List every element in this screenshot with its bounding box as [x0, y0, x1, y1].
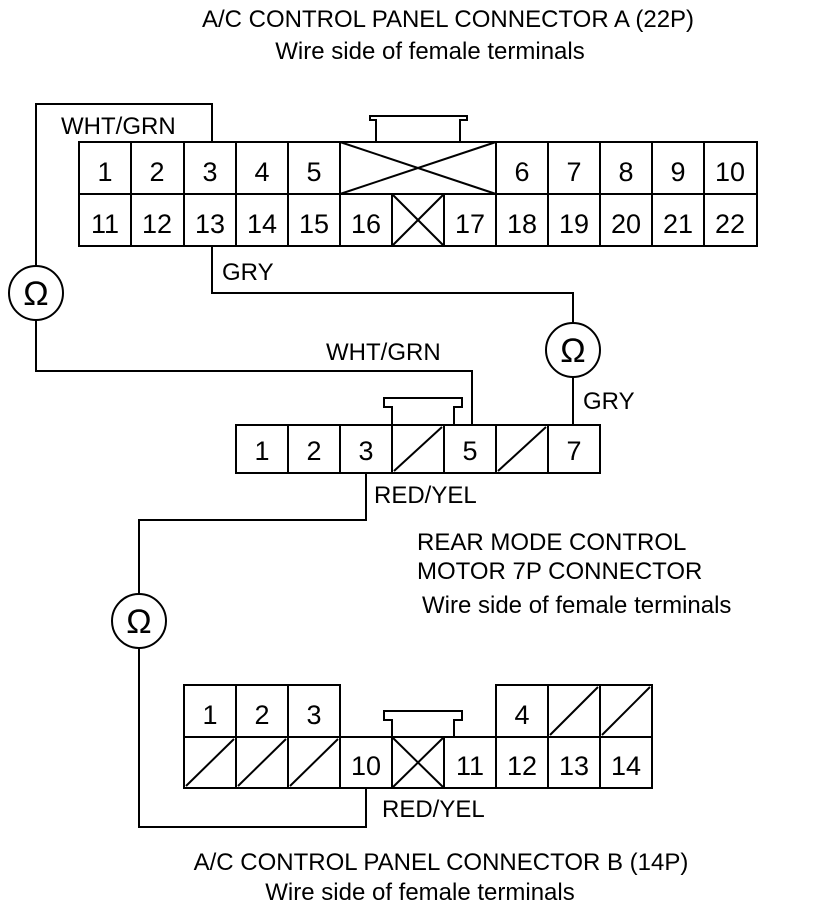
terminal-number: 3	[202, 157, 217, 187]
motor-connector-7p: 1 2 3 5 7	[235, 397, 601, 474]
wire-red-yel-lower	[138, 648, 367, 828]
wire-label-wht-grn-motor: WHT/GRN	[326, 339, 441, 366]
ohmmeter-3: Ω	[111, 593, 167, 649]
blank-cell-x	[339, 141, 497, 195]
terminal-number: 19	[559, 209, 589, 239]
terminal-number: 18	[507, 209, 537, 239]
terminal-number: 2	[254, 700, 269, 730]
connector-b-latch	[383, 710, 463, 737]
connector-a: 1 2 3 4 5 6 7 8 9 10 11 12 13 14 15 16 1…	[78, 115, 758, 247]
blank-cell-x	[391, 193, 445, 247]
blank-cell-slash	[601, 686, 651, 736]
terminal-number: 13	[559, 751, 589, 781]
wire-label-red-yel-b: RED/YEL	[382, 796, 485, 823]
terminal-number: 14	[247, 209, 277, 239]
terminal-number: 3	[306, 700, 321, 730]
wire-label-wht-grn-a: WHT/GRN	[61, 113, 176, 140]
terminal-number: 1	[202, 700, 217, 730]
ohm-icon: Ω	[560, 332, 585, 370]
blank-cell-slash	[237, 738, 287, 787]
terminal-number: 5	[462, 436, 477, 466]
connector-a-title: A/C CONTROL PANEL CONNECTOR A (22P)	[202, 6, 694, 33]
blank-cell-slash	[549, 686, 599, 736]
terminal-number: 22	[715, 209, 745, 239]
terminal-number: 1	[254, 436, 269, 466]
blank-cell-slash	[289, 738, 339, 787]
wire-label-red-yel-motor: RED/YEL	[374, 482, 477, 509]
blank-cell-slash	[185, 738, 235, 787]
terminal-number: 7	[566, 157, 581, 187]
wire-label-gry-motor: GRY	[583, 388, 635, 415]
motor-connector-latch	[383, 397, 463, 425]
motor-connector-subtitle: Wire side of female terminals	[422, 592, 731, 619]
connector-a-subtitle: Wire side of female terminals	[275, 38, 584, 65]
motor-connector-title-line2: MOTOR 7P CONNECTOR	[417, 558, 702, 585]
terminal-number: 2	[149, 157, 164, 187]
wire-red-yel	[138, 473, 367, 594]
blank-cell-slash	[497, 426, 547, 472]
terminal-number: 3	[358, 436, 373, 466]
blank-cell-slash	[393, 426, 443, 472]
wire-gry	[211, 246, 574, 325]
terminal-number: 5	[306, 157, 321, 187]
terminal-number: 10	[715, 157, 745, 187]
terminal-number: 17	[455, 209, 485, 239]
terminal-number: 4	[514, 700, 529, 730]
terminal-number: 13	[195, 209, 225, 239]
connector-b-subtitle: Wire side of female terminals	[265, 879, 574, 906]
terminal-number: 12	[142, 209, 172, 239]
terminal-number: 21	[663, 209, 693, 239]
terminal-number: 4	[254, 157, 269, 187]
terminal-number: 1	[97, 157, 112, 187]
terminal-number: 9	[670, 157, 685, 187]
terminal-number: 11	[91, 209, 119, 239]
connector-a-latch	[369, 115, 468, 142]
terminal-number: 16	[351, 209, 381, 239]
connector-b: 1 2 3 4 10 11 12 13 14	[183, 684, 653, 789]
terminal-number: 6	[514, 157, 529, 187]
terminal-number: 8	[618, 157, 633, 187]
terminal-number: 10	[351, 751, 381, 781]
terminal-number: 12	[507, 751, 537, 781]
blank-cell-x	[391, 736, 445, 789]
connector-b-title: A/C CONTROL PANEL CONNECTOR B (14P)	[194, 849, 689, 876]
wire-wht-grn-lower	[35, 318, 473, 425]
terminal-number: 2	[306, 436, 321, 466]
ohm-icon: Ω	[126, 603, 151, 641]
terminal-number: 14	[611, 751, 641, 781]
ohm-icon: Ω	[23, 275, 48, 313]
wire-wht-grn	[35, 103, 213, 268]
terminal-number: 7	[566, 436, 581, 466]
ohmmeter-2: Ω	[545, 322, 601, 378]
wire-label-gry-a: GRY	[222, 259, 274, 286]
terminal-number: 20	[611, 209, 641, 239]
terminal-number: 11	[456, 751, 484, 781]
motor-connector-title-line1: REAR MODE CONTROL	[417, 529, 686, 556]
ohmmeter-1: Ω	[8, 265, 64, 321]
terminal-number: 15	[299, 209, 329, 239]
